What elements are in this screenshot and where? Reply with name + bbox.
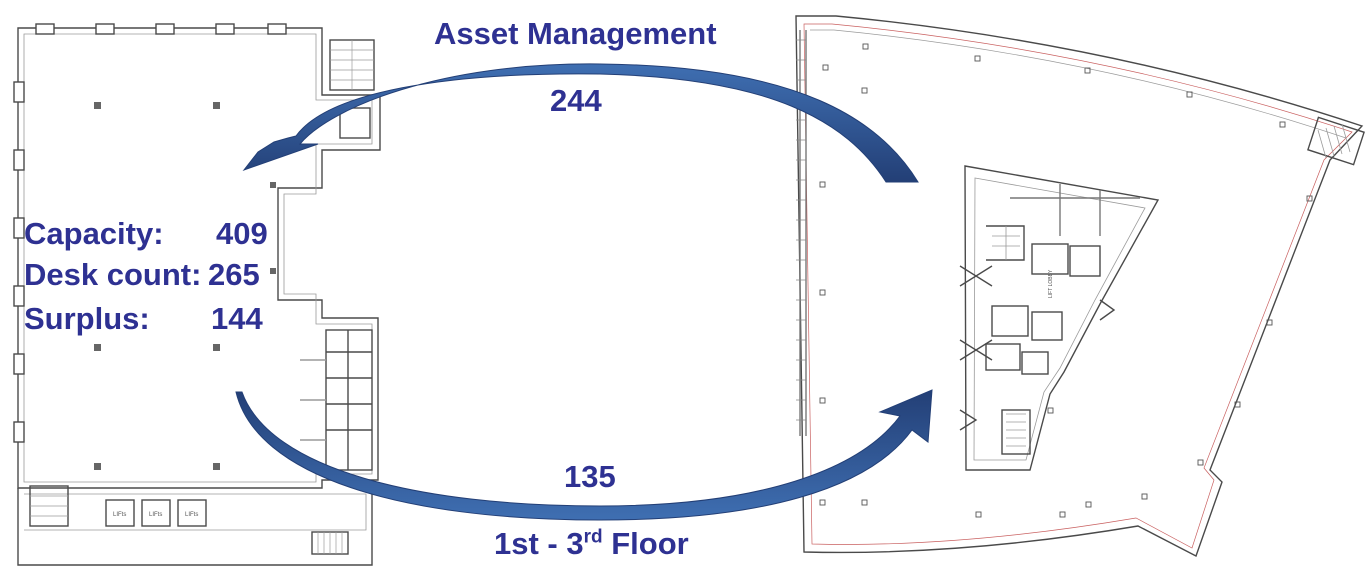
floor-range-tail: Floor xyxy=(602,526,689,561)
left-plan-columns xyxy=(94,102,276,470)
surplus-value: 144 xyxy=(211,301,263,336)
lift-label: LIFts xyxy=(149,512,162,518)
bottom-flow-value: 135 xyxy=(564,459,616,494)
flow-arrows xyxy=(235,63,933,521)
left-floor-plan xyxy=(13,23,381,566)
lift-label: LIFts xyxy=(185,512,198,518)
right-floor-plan xyxy=(795,15,1365,557)
bottom-flow-arrow xyxy=(235,389,933,521)
top-flow-value: 244 xyxy=(550,83,602,118)
surplus-label: Surplus: xyxy=(24,301,150,336)
asset-management-title: Asset Management xyxy=(434,16,717,51)
right-plan-columns xyxy=(819,43,1313,518)
desk-count-label: Desk count: xyxy=(24,257,202,292)
floor-range-main: 1st - 3 xyxy=(494,526,584,561)
capacity-value: 409 xyxy=(216,216,268,251)
lift-label: LIFts xyxy=(113,512,126,518)
floor-range-sup: rd xyxy=(583,526,603,548)
desk-count-value: 265 xyxy=(208,257,260,292)
core-label: LIFT LOBBY xyxy=(1048,269,1054,298)
capacity-label: Capacity: xyxy=(24,216,164,251)
top-flow-arrow xyxy=(242,63,919,183)
floor-range-title: 1st - 3rd Floor xyxy=(494,526,689,562)
